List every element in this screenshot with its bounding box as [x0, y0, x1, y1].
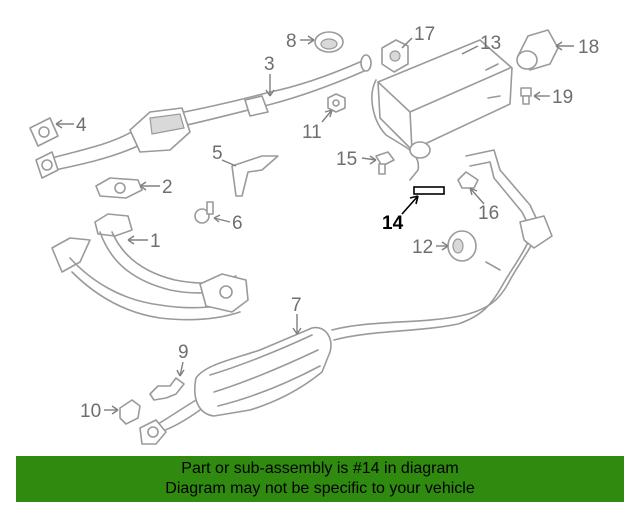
- callout-5: 5: [212, 143, 223, 164]
- part-notice-banner: Part or sub-assembly is #14 in diagram D…: [16, 456, 624, 502]
- callout-9: 9: [178, 342, 189, 363]
- part-19-bolt[interactable]: [520, 87, 532, 105]
- center-pipe: [331, 149, 553, 341]
- callout-17: 17: [414, 24, 435, 45]
- callout-11: 11: [302, 122, 322, 143]
- callout-2: 2: [162, 177, 173, 198]
- callout-6: 6: [232, 213, 243, 234]
- part-1-exhaust-manifold[interactable]: [51, 213, 249, 321]
- callout-19: 19: [552, 87, 573, 108]
- part-15-bolt[interactable]: [375, 151, 395, 175]
- callout-14: 14: [382, 213, 404, 234]
- callout-1: 1: [150, 231, 161, 252]
- part-2-gasket[interactable]: [95, 177, 143, 199]
- callout-16: 16: [478, 203, 499, 224]
- leader-lines: [55, 35, 574, 415]
- part-13-muffler[interactable]: [371, 39, 513, 181]
- callout-4: 4: [76, 115, 87, 136]
- callout-13: 13: [480, 33, 501, 54]
- part-16-bracket[interactable]: [457, 171, 479, 189]
- part-18-exhaust-tip[interactable]: [516, 29, 559, 71]
- callout-15: 15: [336, 149, 357, 170]
- callout-3: 3: [264, 54, 275, 75]
- part-4-flange: [35, 151, 59, 179]
- banner-line-1: Part or sub-assembly is #14 in diagram: [181, 460, 459, 477]
- part-12-insulator[interactable]: [447, 230, 477, 262]
- callout-18: 18: [578, 37, 599, 58]
- callout-10: 10: [80, 401, 101, 422]
- callout-8: 8: [286, 31, 297, 52]
- part-4-gasket[interactable]: [29, 117, 59, 147]
- part-17-mount[interactable]: [381, 39, 409, 73]
- part-5-bracket[interactable]: [231, 155, 279, 197]
- banner-line-2: Diagram may not be specific to your vehi…: [165, 480, 475, 497]
- part-8-ring[interactable]: [314, 31, 344, 53]
- part-14-hanger[interactable]: [413, 186, 445, 195]
- part-9-o2-sensor[interactable]: [149, 377, 185, 401]
- callout-7: 7: [291, 295, 302, 316]
- callout-12: 12: [412, 237, 433, 258]
- part-3-front-pipe[interactable]: [44, 54, 372, 173]
- part-6-bolt[interactable]: [194, 201, 214, 224]
- part-10-plug[interactable]: [119, 399, 141, 425]
- part-11-nut[interactable]: [327, 93, 346, 113]
- part-7-converter[interactable]: [139, 326, 332, 445]
- exhaust-parts-diagram: 1 2 3 4 5 6 7 8 9 10 11 12 13 14 15 16 1…: [29, 24, 599, 445]
